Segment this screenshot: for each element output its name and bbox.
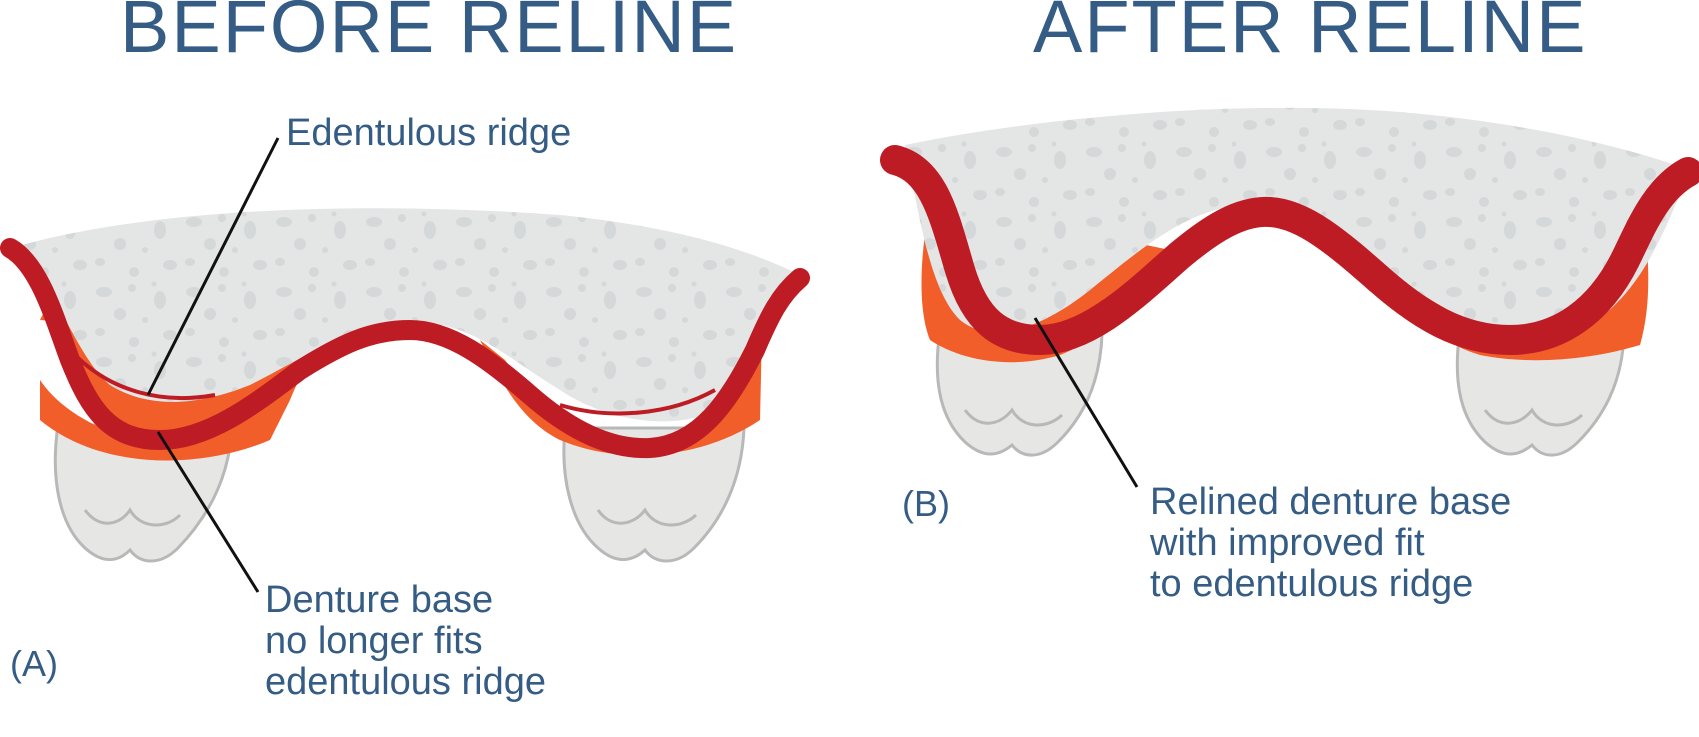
panel-b-illustration bbox=[880, 107, 1699, 457]
denture-base-b bbox=[880, 145, 1699, 355]
title-after-reline: AFTER RELINE bbox=[1033, 0, 1588, 68]
label-denture-base-a-line-3: edentulous ridge bbox=[265, 661, 546, 703]
gap-outline-a bbox=[73, 353, 716, 416]
panel-tag-a: (A) bbox=[10, 643, 58, 684]
label-relined-b-line-3: to edentulous ridge bbox=[1150, 563, 1474, 605]
leader-ridge-a bbox=[146, 137, 280, 396]
bone-texture-a bbox=[22, 208, 800, 422]
panel-a-illustration bbox=[0, 208, 810, 563]
leader-base-b bbox=[1033, 317, 1139, 488]
bone-texture-b bbox=[905, 107, 1690, 339]
title-before-reline: BEFORE RELINE bbox=[120, 0, 739, 68]
label-denture-base-a-line-1: Denture base bbox=[265, 579, 494, 621]
tooth-right-a bbox=[562, 426, 746, 563]
leader-lines bbox=[146, 137, 1139, 593]
tooth-right-b bbox=[1455, 328, 1626, 457]
label-relined-b-line-1: Relined denture base bbox=[1150, 481, 1512, 523]
label-denture-base-a-line-2: no longer fits bbox=[265, 620, 483, 662]
label-edentulous-ridge: Edentulous ridge bbox=[286, 112, 572, 154]
label-denture-base-a: Denture base no longer fits edentulous r… bbox=[265, 580, 546, 703]
panel-tag-b: (B) bbox=[902, 483, 950, 524]
label-relined-denture-base-b: Relined denture base with improved fit t… bbox=[1150, 482, 1511, 605]
label-relined-b-line-2: with improved fit bbox=[1150, 522, 1425, 564]
leader-base-a bbox=[156, 431, 260, 593]
gum-right-a bbox=[480, 330, 762, 456]
denture-base-a bbox=[0, 238, 810, 459]
